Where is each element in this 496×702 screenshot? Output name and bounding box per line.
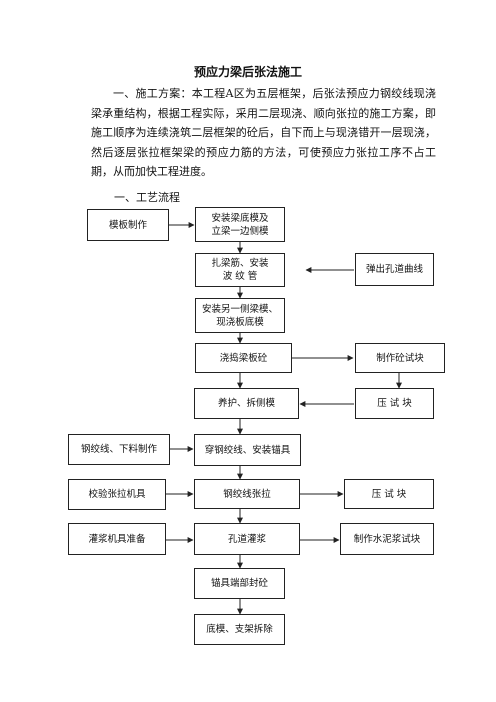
box-anchor-end-seal: 锚具端部封砼 bbox=[194, 568, 285, 599]
box-duct-grouting: 孔道灌浆 bbox=[194, 523, 300, 555]
process-section-heading: 一、工艺流程 bbox=[114, 191, 180, 204]
box-calibrate-jack: 校验张拉机具 bbox=[68, 479, 166, 510]
box-strand-cutting: 钢绞线、下料制作 bbox=[68, 434, 170, 465]
box-press-test-2: 压 试 块 bbox=[344, 479, 434, 509]
box-grout-equipment: 灌浆机具准备 bbox=[68, 523, 166, 555]
box-duct-curve: 弹出孔道曲线 bbox=[355, 253, 434, 286]
construction-plan-paragraph: 一、施工方案：本工程A区为五层框架，后张法预应力钢绞线现浇梁承重结构，根据工程实… bbox=[91, 87, 436, 178]
box-thread-anchor: 穿钢绞线、安装锚具 bbox=[194, 434, 301, 466]
document-title: 预应力梁后张法施工 bbox=[193, 65, 302, 79]
box-mortar-test-block: 制作水泥浆试块 bbox=[340, 523, 434, 555]
box-mold-making: 模板制作 bbox=[87, 209, 169, 241]
box-test-block: 制作砼试块 bbox=[355, 343, 445, 373]
box-press-test-1: 压 试 块 bbox=[355, 388, 434, 419]
box-other-side-form: 安装另一侧梁模、 现浇板底模 bbox=[195, 298, 285, 333]
box-remove-formwork: 底模、支架拆除 bbox=[194, 614, 285, 645]
box-install-bottom-form: 安装梁底模及 立梁一边侧模 bbox=[195, 207, 285, 242]
box-curing: 养护、拆侧模 bbox=[194, 388, 299, 419]
box-strand-tension: 钢绞线张拉 bbox=[194, 479, 300, 509]
box-pour-concrete: 浇捣梁板砼 bbox=[195, 343, 292, 373]
box-rebar-duct: 扎梁筋、安装 波 纹 管 bbox=[195, 253, 285, 287]
